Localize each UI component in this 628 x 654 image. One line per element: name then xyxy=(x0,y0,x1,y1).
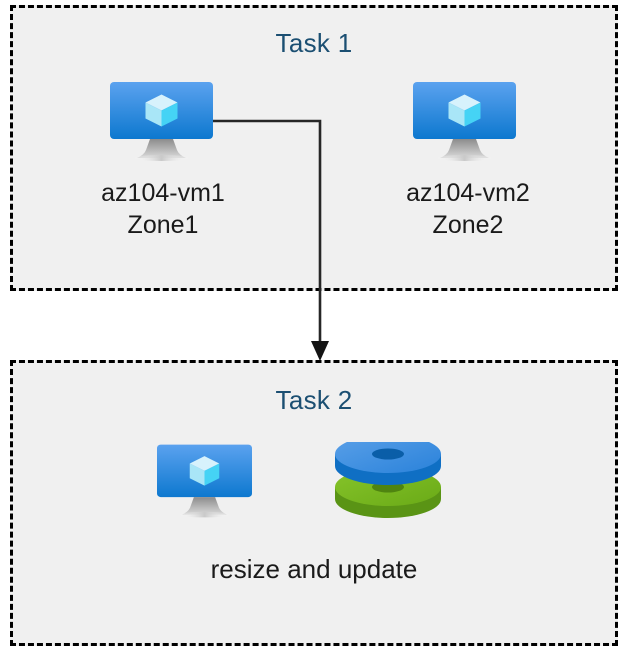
task-2-container xyxy=(10,360,618,646)
virtual-machine-icon xyxy=(157,444,252,523)
vm2-zone: Zone2 xyxy=(432,211,504,239)
task-2-title: Task 2 xyxy=(275,385,353,415)
virtual-machine-icon xyxy=(413,82,516,166)
virtual-machine-icon xyxy=(110,82,213,166)
vm1-name: az104-vm1 xyxy=(101,179,225,207)
vm1-zone: Zone1 xyxy=(127,211,199,239)
vm1-label: az104-vm1 Zone1 xyxy=(38,177,288,241)
task-2-caption: resize and update xyxy=(210,554,418,584)
vm2-name: az104-vm2 xyxy=(406,179,530,207)
vm2-label: az104-vm2 Zone2 xyxy=(343,177,593,241)
task-1-title: Task 1 xyxy=(275,28,353,58)
managed-disks-icon xyxy=(333,435,443,531)
